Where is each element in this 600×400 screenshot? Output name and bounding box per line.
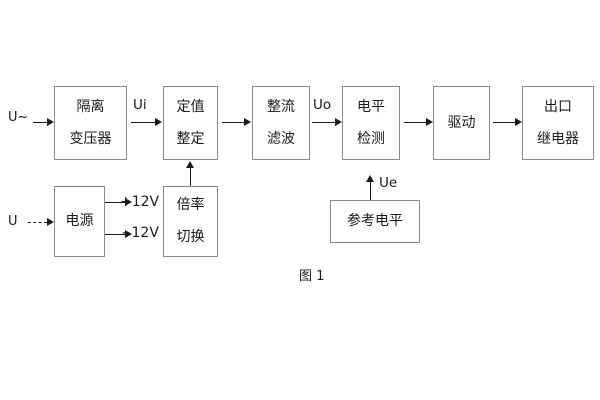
block-level-detection: 电平 检测 <box>342 86 400 160</box>
block-rectify-filter-line-2: 滤波 <box>267 130 295 147</box>
block-level-detection-line-2: 检测 <box>357 130 385 147</box>
block-multiplier-switch-line-2: 切换 <box>176 229 205 245</box>
block-output-relay: 出口 继电器 <box>522 86 594 160</box>
block-output-relay-line-2: 继电器 <box>537 130 579 147</box>
arrow-input-dc-to-power-supply <box>28 218 54 227</box>
arrow-reference-level-to-level-detection <box>366 175 375 200</box>
block-isolation-transformer: 隔离 变压器 <box>54 86 127 160</box>
block-setting-value-line-2: 整定 <box>176 130 205 147</box>
block-power-supply: 电源 <box>54 186 105 257</box>
block-power-supply-line-1: 电源 <box>65 213 94 230</box>
arrow-power-supply-rail-negative <box>105 230 133 239</box>
block-reference-level: 参考电平 <box>330 200 420 243</box>
rail-label-negative: - 12V <box>122 225 159 241</box>
arrow-multiplier-switch-to-setting-value <box>186 161 195 186</box>
block-output-relay-line-1: 出口 <box>544 98 572 115</box>
block-level-detection-line-1: 电平 <box>357 98 385 115</box>
signal-label-ue: Ue <box>379 175 398 191</box>
arrow-power-supply-rail-positive <box>105 198 133 207</box>
block-isolation-transformer-line-1: 隔离 <box>76 98 105 115</box>
block-rectify-filter-line-1: 整流 <box>267 98 295 115</box>
arrow-isolation-transformer-to-setting-value <box>131 118 163 127</box>
block-setting-value-line-1: 定值 <box>176 98 205 115</box>
block-multiplier-switch: 倍率 切换 <box>163 186 218 257</box>
input-label-ac: U~ <box>8 110 29 125</box>
arrow-input-ac-to-isolation-transformer <box>33 118 54 127</box>
arrow-setting-value-to-rectify-filter <box>222 118 252 127</box>
signal-label-ui: Ui <box>133 97 147 113</box>
block-drive: 驱动 <box>433 86 490 160</box>
input-label-dc: U <box>8 214 18 229</box>
block-rectify-filter: 整流 滤波 <box>252 86 310 160</box>
block-isolation-transformer-line-2: 变压器 <box>69 130 112 147</box>
figure-caption: 图 1 <box>299 269 325 284</box>
signal-label-uo: Uo <box>313 97 332 113</box>
arrow-level-detection-to-drive <box>404 118 434 127</box>
block-reference-level-line-1: 参考电平 <box>347 213 403 230</box>
arrow-drive-to-output-relay <box>493 118 523 127</box>
block-multiplier-switch-line-1: 倍率 <box>176 197 205 214</box>
block-setting-value: 定值 整定 <box>163 86 218 160</box>
rail-label-positive: +12V <box>120 194 160 210</box>
arrow-rectify-filter-to-level-detection <box>312 118 343 127</box>
block-drive-line-1: 驱动 <box>447 114 476 131</box>
